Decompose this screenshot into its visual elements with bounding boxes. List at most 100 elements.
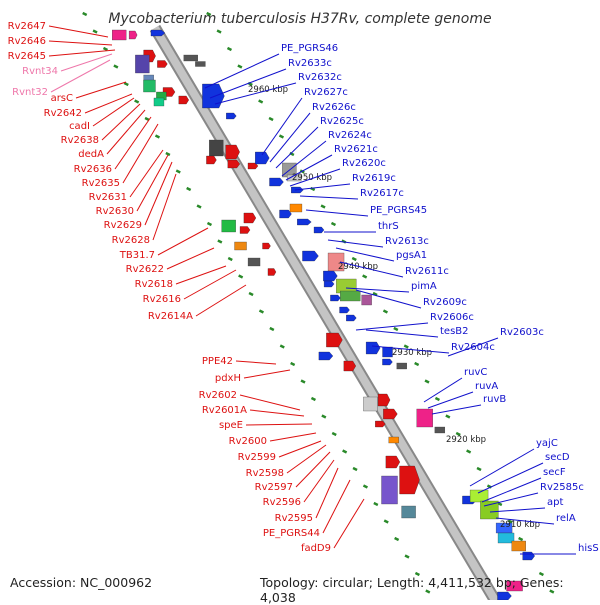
gene-label-secd[interactable]: secD [545,452,570,463]
gene-feature [239,226,251,234]
tick-dash [165,151,171,157]
gene-label-rv2624c[interactable]: Rv2624c [328,130,372,141]
tick-dash [507,519,513,524]
gene-label-rv2614a[interactable]: Rv2614A [148,311,193,322]
gene-label-tb31-7[interactable]: TB31.7 [119,250,155,261]
gene-label-rv2619c[interactable]: Rv2619c [352,173,396,184]
gene-label-rv2630[interactable]: Rv2630 [96,206,134,217]
gene-label-ruvb[interactable]: ruvB [483,394,506,405]
gene-label-rv2618[interactable]: Rv2618 [135,279,173,290]
gene-label-deda[interactable]: dedA [78,149,104,160]
gene-label-secf[interactable]: secF [543,467,566,478]
kbp-label: 2930 kbp [392,348,432,358]
tick-dash [196,204,202,209]
gene-label-rv2633c[interactable]: Rv2633c [288,58,332,69]
gene-feature [221,219,236,233]
gene-feature [209,139,224,157]
gene-label-rv2596[interactable]: Rv2596 [263,497,301,508]
gene-label-rv2621c[interactable]: Rv2621c [334,144,378,155]
gene-feature [323,280,335,288]
gene-label-ruva[interactable]: ruvA [475,381,498,392]
gene-label-rv2606c[interactable]: Rv2606c [430,312,474,323]
gene-label-pe-pgrs46[interactable]: PE_PGRS46 [281,43,338,54]
gene-label-rv2604c[interactable]: Rv2604c [451,342,495,353]
gene-label-pdxh[interactable]: pdxH [215,373,241,384]
gene-label-rv2601a[interactable]: Rv2601A [202,405,247,416]
gene-label-rv2613c[interactable]: Rv2613c [385,236,429,247]
gene-label-ppe42[interactable]: PPE42 [202,356,233,367]
gene-label-rv2598[interactable]: Rv2598 [246,468,284,479]
gene-label-rv2616[interactable]: Rv2616 [143,294,181,305]
tick-dash [445,414,451,419]
gene-label-rv2627c[interactable]: Rv2627c [304,87,348,98]
gene-label-rv2625c[interactable]: Rv2625c [320,116,364,127]
gene-label-rv2603c[interactable]: Rv2603c [500,327,544,338]
tick-dash [186,186,192,192]
gene-label-pima[interactable]: pimA [411,281,437,292]
connector-rv2628 [152,173,177,241]
gene-label-rela[interactable]: relA [556,513,576,524]
gene-label-rv2617c[interactable]: Rv2617c [360,188,404,199]
gene-feature [497,591,512,600]
connector-tb31-7 [157,227,209,256]
gene-label-rv2629[interactable]: Rv2629 [104,220,142,231]
connector-rv2633c [209,68,287,99]
gene-label-rvnt34[interactable]: Rvnt34 [22,66,58,77]
connector-rv2600 [269,432,317,442]
gene-label-arsc[interactable]: arsC [51,93,73,104]
tick-dash [82,11,88,17]
gene-label-rv2638[interactable]: Rv2638 [61,135,99,146]
gene-label-pe-pgrs44[interactable]: PE_PGRS44 [263,528,320,539]
connector-rv2595 [315,467,339,519]
gene-label-rv2642[interactable]: Rv2642 [44,108,82,119]
connector-rv2642 [84,93,133,114]
gene-label-fadd9[interactable]: fadD9 [301,543,331,554]
gene-label-apt[interactable]: apt [547,497,563,508]
gene-label-rv2646[interactable]: Rv2646 [8,36,46,47]
gene-label-rv2600[interactable]: Rv2600 [229,436,267,447]
gene-label-thrs[interactable]: thrS [378,221,399,232]
gene-label-ruvc[interactable]: ruvC [464,367,487,378]
gene-label-rv2611c[interactable]: Rv2611c [405,266,449,277]
tick-dash [393,326,399,332]
gene-label-rv2635[interactable]: Rv2635 [82,178,120,189]
gene-label-yajc[interactable]: yajC [536,438,558,449]
gene-feature [506,580,523,592]
gene-label-tesb2[interactable]: tesB2 [440,326,469,337]
gene-label-rv2631[interactable]: Rv2631 [89,192,127,203]
gene-label-rv2647[interactable]: Rv2647 [8,21,46,32]
tick-dash [424,379,430,384]
gene-label-rv2645[interactable]: Rv2645 [8,51,46,62]
gene-label-rv2622[interactable]: Rv2622 [126,264,164,275]
tick-dash [238,274,244,279]
gene-label-spee[interactable]: speE [219,420,243,431]
gene-label-pgsa1[interactable]: pgsA1 [396,250,427,261]
gene-label-rv2620c[interactable]: Rv2620c [342,158,386,169]
tick-dash [258,99,264,104]
gene-label-rv2602[interactable]: Rv2602 [199,390,237,401]
connector-pdxh [243,369,291,379]
gene-label-rv2585c[interactable]: Rv2585c [540,482,584,493]
gene-label-rv2609c[interactable]: Rv2609c [423,297,467,308]
connector-rv2620c [289,168,341,187]
gene-feature [195,61,206,67]
gene-label-rv2595[interactable]: Rv2595 [275,513,313,524]
gene-label-rv2632c[interactable]: Rv2632c [298,72,342,83]
gene-label-rv2636[interactable]: Rv2636 [74,164,112,175]
connector-rv2622 [166,247,215,270]
gene-label-rv2597[interactable]: Rv2597 [255,482,293,493]
connector-rvnt32 [50,59,111,93]
connector-rv2609c [355,289,422,309]
gene-label-pe-pgrs45[interactable]: PE_PGRS45 [370,205,427,216]
gene-label-rvnt32[interactable]: Rvnt32 [12,87,48,98]
gene-label-rv2599[interactable]: Rv2599 [238,452,276,463]
connector-rv2604c [371,345,450,354]
gene-feature [399,465,420,495]
tick-dash [113,64,119,69]
gene-label-rv2628[interactable]: Rv2628 [112,235,150,246]
gene-feature [327,252,345,272]
gene-feature [323,270,338,282]
gene-label-rv2626c[interactable]: Rv2626c [312,102,356,113]
gene-label-hiss[interactable]: hisS [578,543,599,554]
gene-label-cadi[interactable]: cadI [69,121,90,132]
